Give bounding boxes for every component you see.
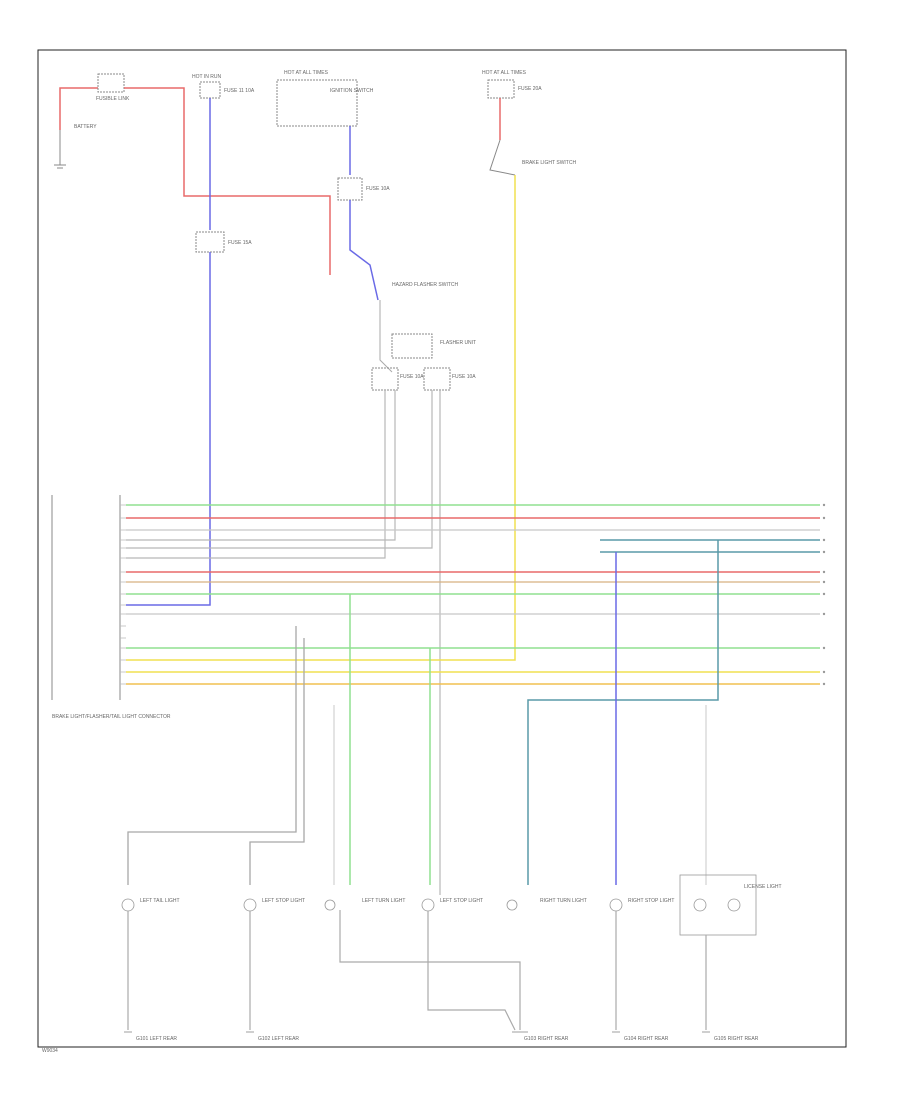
wire-gray-stop-l [249, 638, 305, 885]
flasher-unit-box [391, 333, 433, 359]
wire-red-battery [59, 87, 98, 130]
ground-3-label: G103 RIGHT REAR [524, 1036, 569, 1042]
fuse-box-d [487, 79, 515, 99]
wire-red-main [124, 87, 331, 275]
lamp-4-bulb [421, 898, 435, 912]
lamp-row [121, 874, 757, 936]
lamp-1-label: LEFT TAIL LIGHT [140, 898, 180, 904]
connector-label: BRAKE LIGHT/FLASHER/TAIL LIGHT CONNECTOR [52, 714, 171, 720]
license-light-box [679, 874, 757, 936]
continuation-arrows [822, 503, 826, 686]
fuse-f-label: FUSE 10A [452, 374, 476, 380]
battery-symbol [54, 130, 66, 169]
ground-5-label: G105 RIGHT REAR [714, 1036, 759, 1042]
fuse-box-a [199, 81, 221, 99]
fuse-box-c [195, 231, 225, 253]
fuse-box-f [423, 367, 451, 391]
wire-gray-a [126, 390, 386, 559]
wire-gray-tail-l [127, 626, 297, 885]
ground-4-label: G104 RIGHT REAR [624, 1036, 669, 1042]
wire-gray-c [126, 390, 433, 549]
lamp-2-label: LEFT STOP LIGHT [262, 898, 305, 904]
lamp-7-label: LICENSE LIGHT [744, 884, 782, 890]
lamp-2-bulb [243, 898, 257, 912]
hot-at-all-times-label: HOT AT ALL TIMES [284, 70, 329, 76]
ground-wires [127, 910, 707, 1031]
ignition-switch-label: IGNITION SWITCH [330, 88, 374, 94]
wire-gray-b [126, 390, 396, 541]
fuse-a-label: FUSE 11 10A [224, 88, 255, 94]
page-code: W9034 [42, 1048, 58, 1054]
wire-blue-flasher [349, 200, 379, 301]
brake-switch-label: BRAKE LIGHT SWITCH [522, 160, 576, 166]
fuse-box-b [337, 177, 363, 201]
wire-gray-flasher [379, 300, 393, 373]
ground-2-label: G102 LEFT REAR [258, 1036, 299, 1042]
lamp-4-label: LEFT STOP LIGHT [440, 898, 483, 904]
wire-yellow-brake [126, 175, 516, 661]
fuse-e-label: FUSE 10A [400, 374, 424, 380]
fuse-box-e [371, 367, 399, 391]
lamp-6-bulb [609, 898, 623, 912]
hazard-switch-label: HAZARD FLASHER SWITCH [392, 282, 459, 288]
fuse-d-label: FUSE 20A [518, 86, 542, 92]
hot-at-all-times-2-label: HOT AT ALL TIMES [482, 70, 527, 76]
connector-pins [120, 504, 126, 685]
ignition-switch-box [276, 79, 358, 127]
flasher-label: FLASHER UNIT [440, 340, 476, 346]
hot-in-run-label: HOT IN RUN [192, 74, 221, 80]
ground-1-label: G101 LEFT REAR [136, 1036, 177, 1042]
fuse-c-label: FUSE 15A [228, 240, 252, 246]
lamp-3-label: LEFT TURN LIGHT [362, 898, 405, 904]
fusible-link-box [97, 73, 125, 93]
lamp-5-bulb [506, 899, 518, 911]
diagram-border [37, 49, 847, 1048]
bus-wires [126, 504, 820, 685]
fusible-label: FUSIBLE LINK [96, 96, 130, 102]
brake-switch-symbol [489, 139, 516, 176]
wire-teal-a [527, 540, 719, 885]
battery-label: BATTERY [74, 124, 97, 130]
lamp-1-bulb [121, 898, 135, 912]
lamp-6-label: RIGHT STOP LIGHT [628, 898, 674, 904]
fuse-b-label: FUSE 10A [366, 186, 390, 192]
wire-blue-lower [126, 252, 211, 606]
lamp-3-bulb [324, 899, 336, 911]
lamp-5-label: RIGHT TURN LIGHT [540, 898, 587, 904]
